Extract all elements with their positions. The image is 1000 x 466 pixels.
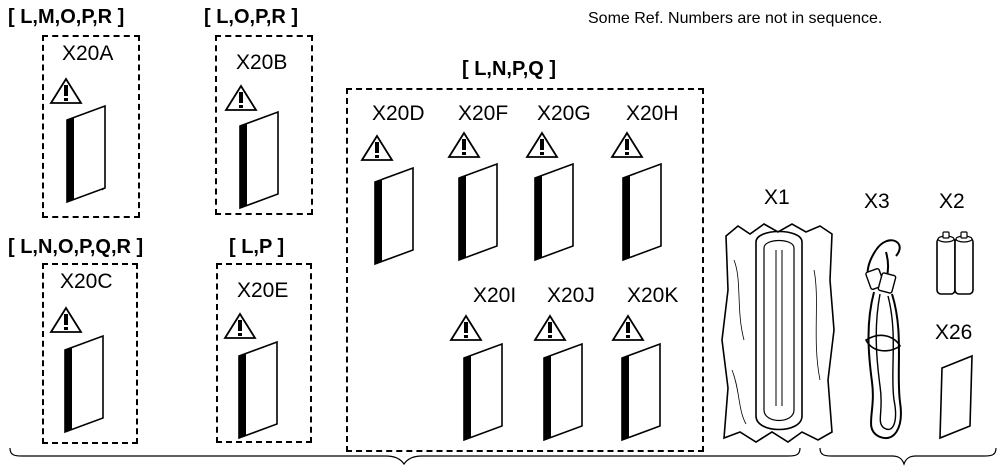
item-label-x20g: X20G <box>537 102 591 125</box>
item-label-x20i: X20I <box>473 284 517 307</box>
cable-icon <box>864 239 902 439</box>
group-label-x20e: [ L,P ] <box>229 236 285 258</box>
item-label-x20f: X20F <box>458 102 509 125</box>
batteries-icon <box>936 231 974 295</box>
manual-booklet-icon <box>621 342 661 442</box>
group-box-x20e <box>216 263 312 443</box>
group-label-x20a: [ L,M,O,P,R ] <box>8 6 125 28</box>
manual-booklet-icon <box>534 162 574 262</box>
sheet-icon <box>939 354 973 440</box>
warning-icon <box>447 131 481 158</box>
warning-icon <box>224 84 258 111</box>
group-box-x20d-k <box>346 88 704 452</box>
group-box-x20b <box>215 35 313 215</box>
group-label-x20c: [ L,N,O,P,Q,R ] <box>8 236 144 258</box>
warning-icon <box>610 131 644 158</box>
group-label-x20d-k: [ L,N,P,Q ] <box>462 58 557 80</box>
warning-icon <box>611 314 645 341</box>
item-label-x20b: X20B <box>236 51 288 74</box>
item-label-x20h: X20H <box>626 102 679 125</box>
warning-icon <box>525 131 559 158</box>
manual-booklet-icon <box>458 162 498 262</box>
item-label-x20d: X20D <box>372 102 425 125</box>
warning-icon <box>49 77 83 104</box>
manual-booklet-icon <box>463 342 503 442</box>
manual-booklet-icon <box>64 334 104 434</box>
item-label-x1: X1 <box>764 186 790 209</box>
group-label-x20b: [ L,O,P,R ] <box>204 6 299 28</box>
warning-icon <box>49 306 83 333</box>
item-label-x20e: X20E <box>237 279 289 302</box>
group-box-x20c <box>42 263 138 444</box>
warning-icon <box>223 312 257 339</box>
item-label-x20a: X20A <box>62 42 114 65</box>
item-label-x3: X3 <box>864 190 890 213</box>
sequence-note: Some Ref. Numbers are not in sequence. <box>588 10 883 27</box>
item-label-x26: X26 <box>935 321 973 344</box>
warning-icon <box>449 314 483 341</box>
item-label-x20k: X20K <box>627 284 679 307</box>
handset-in-bag-icon <box>721 223 835 443</box>
item-label-x20c: X20C <box>60 270 113 293</box>
manual-booklet-icon <box>239 110 279 210</box>
manual-booklet-icon <box>543 342 583 442</box>
item-label-x20j: X20J <box>547 284 595 307</box>
brace-icon <box>9 447 997 466</box>
manual-booklet-icon <box>66 104 106 204</box>
group-box-x20a <box>42 35 140 218</box>
warning-icon <box>360 134 394 161</box>
manual-booklet-icon <box>622 162 662 262</box>
manual-booklet-icon <box>374 166 414 266</box>
warning-icon <box>533 314 567 341</box>
manual-booklet-icon <box>238 340 278 440</box>
item-label-x2: X2 <box>939 190 965 213</box>
